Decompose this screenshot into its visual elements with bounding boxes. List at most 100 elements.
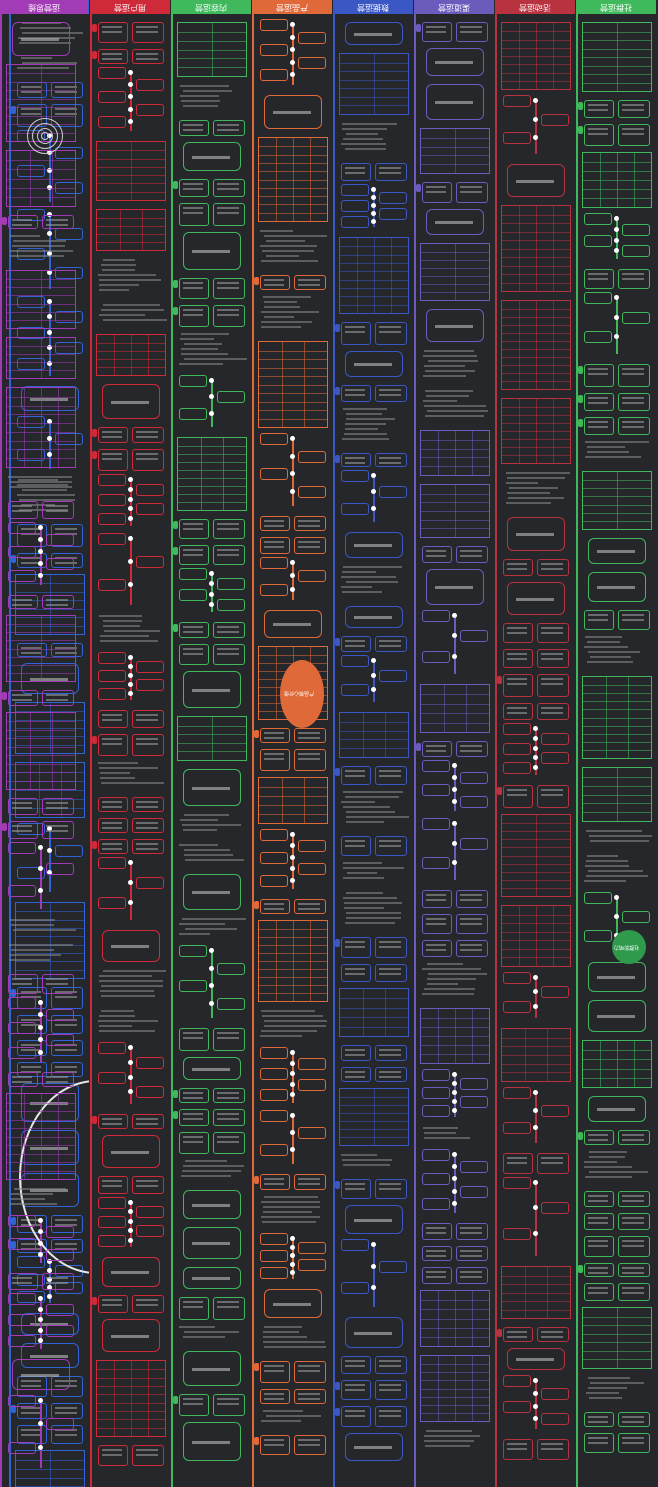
timeline-box [8,1335,36,1348]
timeline-box [46,1303,74,1316]
timeline-box [46,1009,74,1022]
node-text [217,1403,239,1405]
node-text [426,31,446,33]
node-text [102,1118,122,1120]
timeline-box [584,213,612,225]
timeline-node [47,250,52,256]
node-box [618,1263,650,1277]
text-line [586,641,620,643]
text-line [427,360,479,362]
table-row-line [178,494,246,495]
node-text [55,1380,77,1382]
timeline-box [46,863,74,876]
timeline-line [535,1090,537,1143]
node-text [21,1412,41,1414]
timeline-box [341,684,369,697]
table-row-line [178,454,246,455]
node-box [341,163,371,181]
table-col-line [553,399,554,463]
column-c5: 产品运营产品核心价值 [252,0,332,1487]
node-text [12,1076,32,1078]
timeline-box [136,503,164,516]
text-line [427,973,487,975]
table-col-line [41,616,42,681]
timeline-line [373,1242,375,1307]
timeline-box [422,760,450,772]
text-line [21,57,52,59]
timeline-node [38,845,43,850]
node-text [183,653,203,655]
timeline-node [290,1244,295,1250]
text-line [103,319,167,321]
node-text [460,750,482,752]
timeline-box [260,433,288,445]
timeline-node [47,1276,52,1282]
timeline-node [47,212,52,217]
text-line [343,862,382,864]
node-text [622,1240,644,1242]
node-text [345,172,365,174]
node-text [21,533,41,535]
table-grid [96,209,166,251]
table-row-line [502,1301,570,1302]
node-text [102,1185,122,1187]
text-line [262,1211,312,1213]
timeline-node [209,394,214,400]
table-row-line [16,799,84,800]
timeline-node [290,436,295,441]
timeline-box [422,1197,450,1210]
node-text [460,1276,482,1278]
text-line [588,870,644,872]
text-line [184,343,222,345]
node-text [298,546,320,548]
text-line [101,269,136,271]
timeline-box [136,877,164,889]
node-text [426,949,446,951]
table-row-line [7,187,75,189]
column-header: 活动运营 [495,0,575,14]
timeline-box [260,1068,288,1081]
node-text [102,822,122,824]
node-text [183,309,203,311]
tag-fill [497,1329,502,1337]
node-text [345,326,365,328]
timeline-node [371,489,376,495]
node-box [179,305,209,327]
framed-text [354,1218,392,1222]
node-text [12,830,32,832]
table-grid [501,905,571,967]
node-text [541,627,563,629]
tag-fill [173,547,178,555]
timeline-line [40,1296,42,1349]
text-line [99,990,154,992]
node-text [588,1267,608,1269]
node-text [102,843,122,845]
node-text [588,1240,608,1242]
table-col-line [114,1361,115,1436]
highlight-oval-label: 产品核心价值 [284,690,315,696]
timeline-box [422,610,450,622]
column-c7: 用户运营 [90,0,170,1487]
timeline-node [290,877,295,883]
text-line [262,1410,303,1412]
timeline-node [533,989,538,995]
table-col-line [472,1009,473,1063]
node-box [98,710,128,728]
text-line [181,348,218,350]
timeline-box [55,1282,83,1295]
text-line [508,487,558,489]
text-line [102,304,161,306]
framed-text [111,1150,149,1154]
node-box [618,610,650,630]
framed-text [354,616,392,619]
timeline-node [38,866,43,872]
text-line [179,363,224,365]
timeline-box [379,192,407,204]
text-line [345,148,387,150]
node-text [21,1019,41,1021]
timeline-box [341,1239,369,1251]
node-text [541,568,563,570]
timeline-node [371,1263,376,1269]
timeline-box [379,1260,407,1273]
node-box [132,797,164,812]
